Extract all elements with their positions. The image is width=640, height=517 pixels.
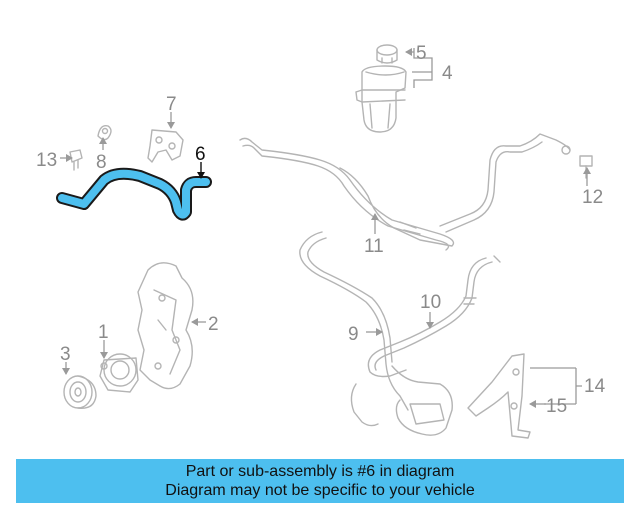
banner-line-1: Part or sub-assembly is #6 in diagram [185, 463, 455, 480]
callout-13: 13 [36, 150, 57, 171]
pressure-hose-11 [239, 133, 571, 251]
clip-8 [97, 125, 112, 141]
timing-cover-2 [137, 262, 194, 390]
callout-11: 11 [364, 236, 384, 257]
callout-3: 3 [60, 344, 71, 365]
pulley-3 [63, 375, 97, 409]
callout-14: 14 [584, 376, 606, 397]
bracket-7 [147, 129, 184, 163]
return-hose-10 [367, 255, 501, 378]
reservoir-tank [355, 65, 407, 133]
callout-15: 15 [546, 396, 567, 417]
info-banner: Part or sub-assembly is #6 in diagram Di… [16, 459, 624, 503]
water-pump-1 [99, 353, 139, 393]
callout-9: 9 [348, 324, 359, 345]
callout-1: 1 [98, 322, 109, 343]
suction-hose-9 [299, 231, 453, 436]
callout-10: 10 [420, 292, 441, 313]
callout-12: 12 [582, 187, 603, 208]
bracket-14 [467, 353, 531, 439]
callout-4: 4 [442, 63, 453, 84]
leader-14 [530, 367, 582, 404]
reservoir-cap [376, 44, 398, 64]
callout-6: 6 [195, 144, 206, 165]
bolt-12 [579, 155, 593, 179]
banner-line-2: Diagram may not be specific to your vehi… [165, 482, 475, 499]
leader-5 [406, 48, 433, 88]
callout-8: 8 [96, 152, 107, 173]
clip-13 [69, 149, 83, 171]
callout-2: 2 [208, 314, 219, 335]
highlighted-hose-6 [56, 167, 212, 221]
callout-7: 7 [166, 94, 177, 115]
callout-5: 5 [416, 43, 427, 64]
